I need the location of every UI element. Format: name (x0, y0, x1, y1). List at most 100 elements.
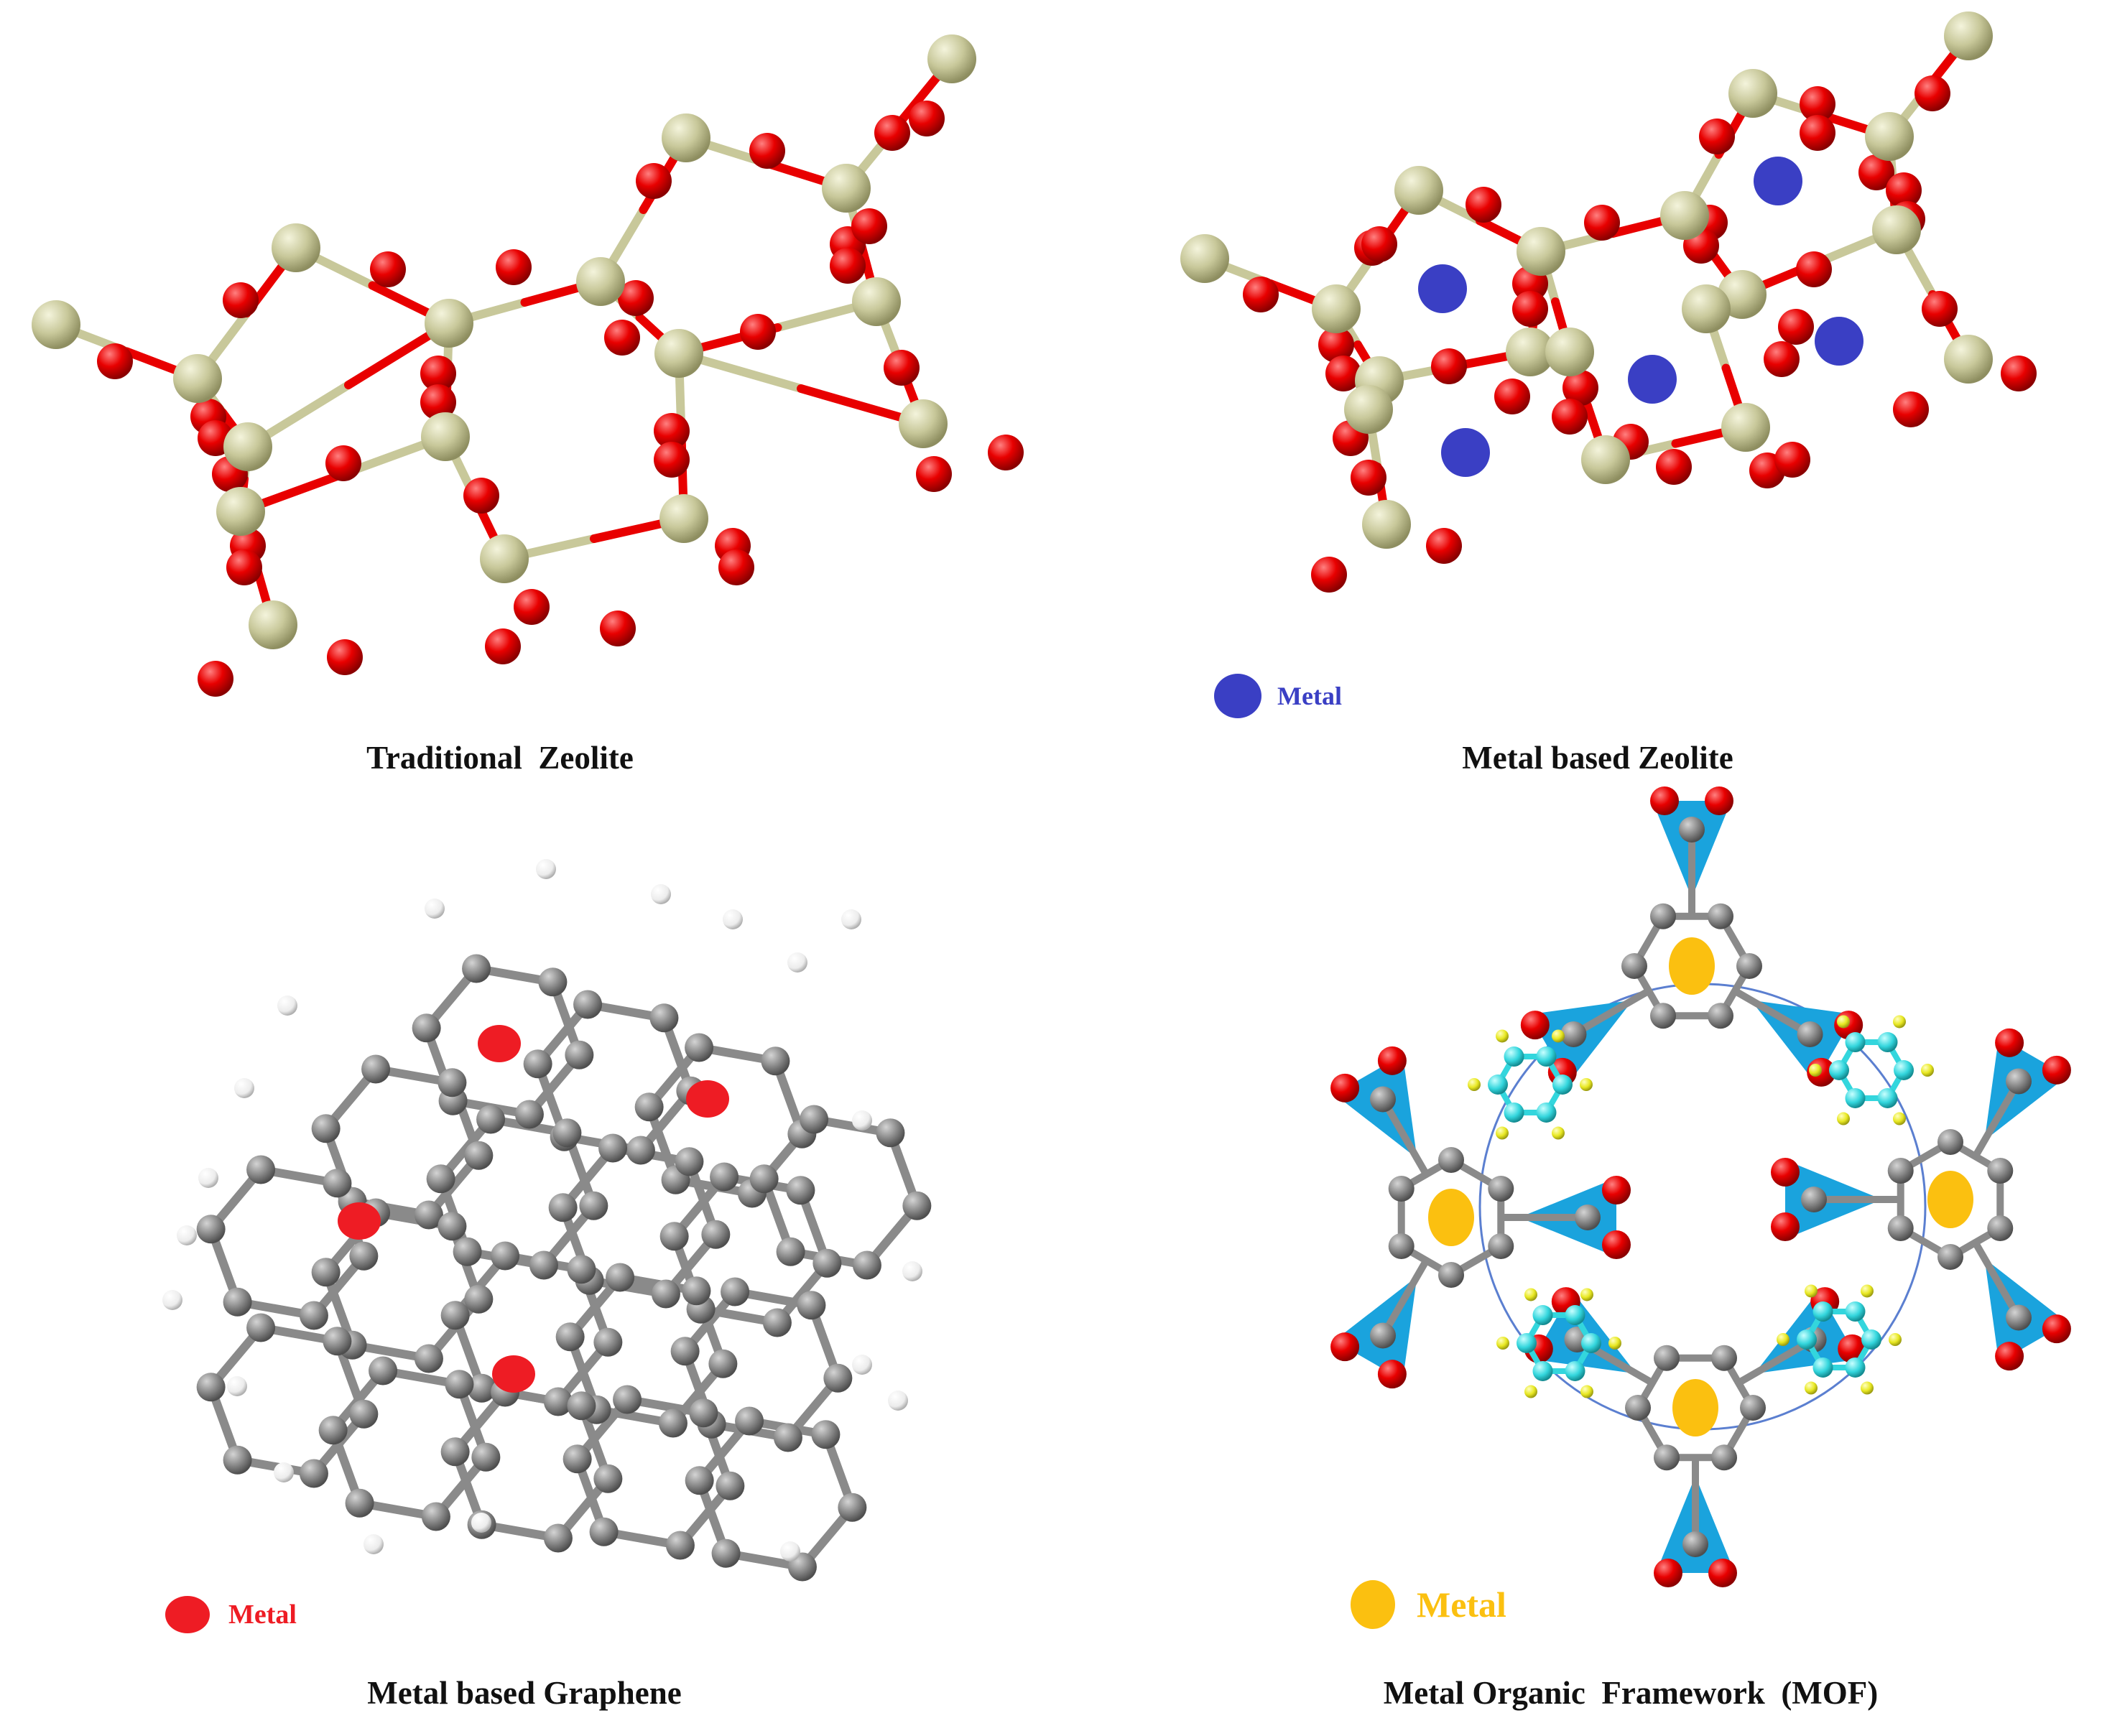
hydrogen-atom (234, 1078, 254, 1098)
silicon-atom (32, 300, 80, 349)
oxygen-atom (1705, 786, 1733, 815)
carbon-atom (1650, 1003, 1676, 1029)
carbon-atom (299, 1459, 328, 1488)
oxygen-atom (1562, 370, 1598, 406)
carbon-atom (579, 1191, 608, 1220)
organic-linker (1777, 1284, 1902, 1395)
metal-zeolite-legend-label: Metal (1277, 682, 1342, 710)
mof-caption: Metal Organic Framework (MOF) (1383, 1675, 1879, 1711)
carbon-atom (440, 1437, 470, 1467)
carbon-atom (606, 1263, 635, 1292)
metal-site (686, 1080, 729, 1118)
carbon-atom (464, 1141, 494, 1170)
mof-structure (1330, 786, 2071, 1587)
carbon-atom (735, 1406, 764, 1436)
carbon-atom (613, 1385, 642, 1414)
carbon-atom (852, 1250, 881, 1280)
carbon-atom (876, 1118, 905, 1148)
carbon-atom (1845, 1357, 1866, 1378)
silicon-atom (1506, 328, 1555, 376)
oxygen-atom (198, 661, 233, 697)
carbon-atom (223, 1445, 252, 1475)
oxygen-atom (718, 549, 754, 585)
carbon-atom (634, 1092, 664, 1122)
carbon-atom (1621, 953, 1647, 979)
carbon-atom (467, 1373, 496, 1403)
silicon-atom (662, 113, 710, 162)
carbon-atom (2006, 1304, 2032, 1331)
oxygen-atom (1995, 1342, 2024, 1371)
oxygen-atom (654, 442, 690, 478)
oxygen-atom (1351, 460, 1386, 496)
carbon-atom (685, 1033, 714, 1062)
oxygen-atom (2042, 1055, 2071, 1085)
hydrogen-atom (723, 909, 743, 929)
carbon-atom (1532, 1360, 1553, 1381)
carbon-atom (593, 1464, 623, 1493)
carbon-atom (1736, 953, 1762, 979)
carbon-atom (464, 1284, 494, 1314)
silicon-atom (272, 223, 320, 272)
carbon-atom (476, 1105, 506, 1134)
carbon-atom (1654, 1345, 1680, 1371)
silicon-atom (216, 487, 265, 536)
carbon-atom (1488, 1233, 1514, 1259)
hydrogen-atom (651, 884, 671, 904)
carbon-atom (1829, 1060, 1849, 1080)
oxygen-atom (1922, 291, 1958, 327)
oxygen-atom (2001, 356, 2037, 391)
carbon-atom (1708, 903, 1733, 929)
carbon-atom (1937, 1244, 1963, 1270)
carbon-atom (838, 1493, 867, 1522)
carbon-atom (1517, 1333, 1537, 1353)
carbon-atom (311, 1258, 341, 1287)
carbon-atom (823, 1363, 853, 1393)
carbon-atom (453, 1237, 482, 1266)
oxygen-atom (1494, 379, 1530, 414)
silicon-atom (822, 164, 871, 213)
carbon-atom (1877, 1032, 1898, 1053)
carbon-atom (675, 1147, 704, 1176)
metal-graphene-caption: Metal based Graphene (367, 1675, 682, 1711)
carbon-atom (701, 1220, 731, 1249)
bond (1379, 1257, 1430, 1340)
carbon-atom (345, 1488, 374, 1518)
silicon-atom (1682, 284, 1731, 333)
oxygen-atom (830, 248, 866, 284)
carbon-atom (323, 1327, 352, 1356)
carbon-atom (462, 954, 491, 983)
hydrogen-atom (1552, 1029, 1565, 1043)
carbon-atom (811, 1420, 841, 1449)
metal-site (1669, 937, 1715, 995)
carbon-atom (223, 1287, 252, 1317)
metal-site (338, 1202, 381, 1240)
hydrogen-atom (177, 1225, 197, 1245)
oxygen-atom (1858, 154, 1894, 190)
carbon-atom (659, 1222, 689, 1251)
carbon-atom (552, 1118, 582, 1148)
carbon-atom (1536, 1102, 1557, 1123)
metal-graphene-legend-label: Metal (228, 1600, 297, 1630)
oxygen-atom (874, 115, 910, 151)
carbon-atom (716, 1471, 745, 1500)
hydrogen-atom (425, 899, 445, 919)
carbon-atom (369, 1356, 398, 1385)
carbon-atom (665, 1531, 695, 1560)
silicon-atom (1362, 500, 1411, 549)
oxygen-atom (1512, 291, 1548, 327)
carbon-atom (1845, 1301, 1866, 1322)
carbon-atom (670, 1337, 700, 1366)
carbon-atom (773, 1423, 802, 1452)
carbon-atom (1575, 1204, 1601, 1230)
silicon-atom (173, 354, 222, 403)
metal-zeolite-caption: Metal based Zeolite (1462, 740, 1733, 776)
oxygen-atom (1602, 1176, 1631, 1204)
carbon-atom (589, 1517, 619, 1546)
hydrogen-atom (1861, 1284, 1874, 1298)
carbon-atom (323, 1169, 352, 1198)
hydrogen-atom (1580, 1288, 1593, 1301)
carbon-atom (1801, 1187, 1827, 1212)
metal-site (478, 1025, 521, 1062)
oxygen-atom (749, 133, 785, 169)
silicon-atom (927, 34, 976, 83)
